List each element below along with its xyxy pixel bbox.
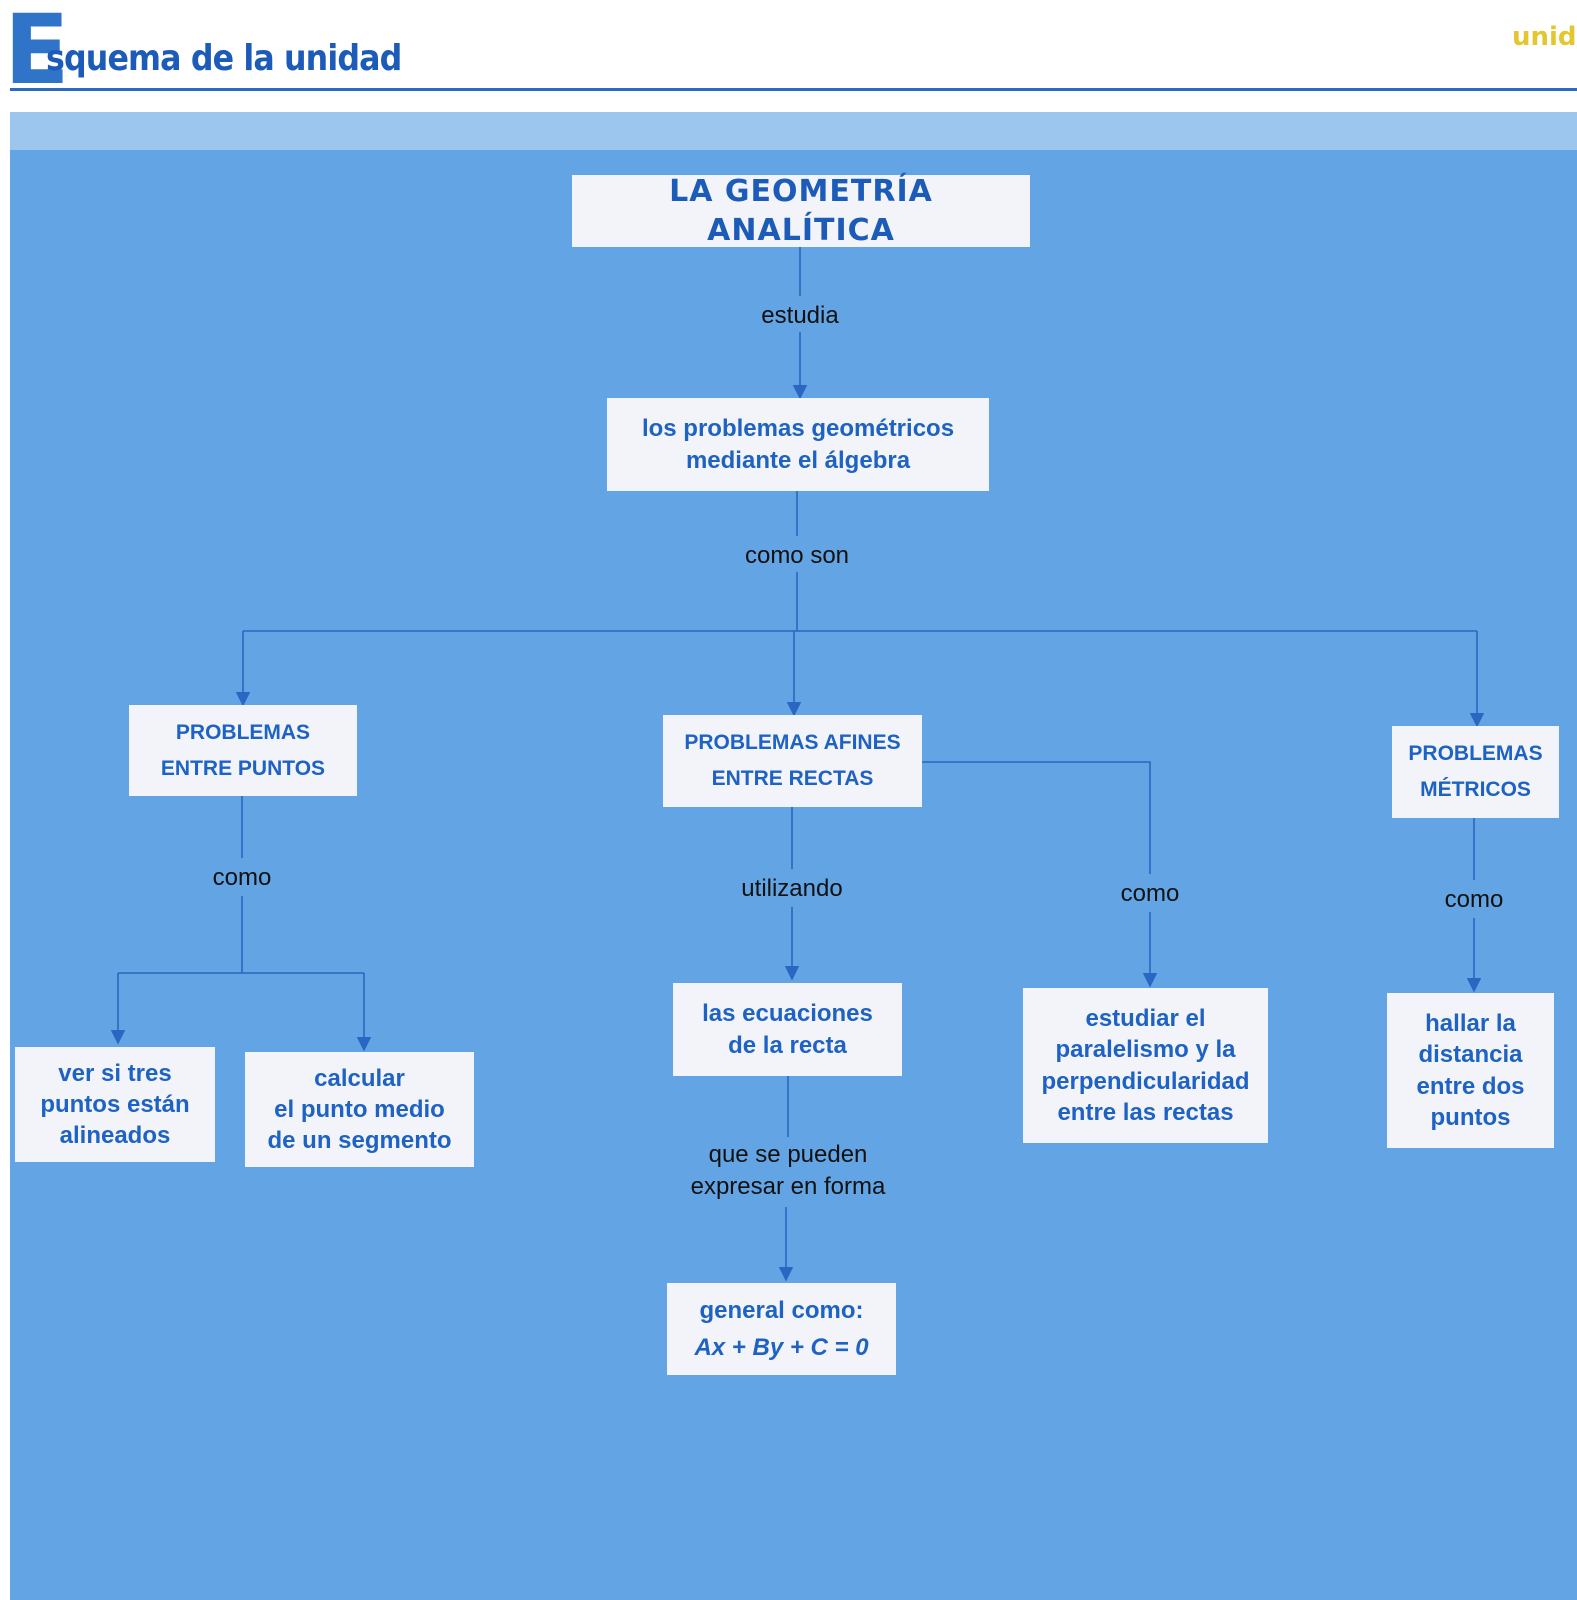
node-equations: las ecuaciones de la recta (673, 983, 902, 1076)
general-formula: Ax + By + C = 0 (694, 1334, 869, 1361)
node-aligned: ver si tres puntos están alineados (15, 1047, 215, 1162)
label-estudia: estudia (761, 302, 839, 329)
general-title: general como: (699, 1296, 864, 1324)
page-header: E squema de la unidad unid (0, 0, 1577, 110)
node-general: general como: Ax + By + C = 0 (667, 1283, 896, 1375)
corner-unit-label: unid (1512, 22, 1577, 52)
node-affine: PROBLEMAS AFINES ENTRE RECTAS (663, 715, 922, 807)
node-root: LA GEOMETRÍA ANALÍTICA (572, 174, 1030, 248)
label-como-points: como (212, 864, 272, 891)
node-parallel: estudiar el paralelismo y la perpendicul… (1023, 988, 1268, 1143)
label-utilizando: utilizando (741, 875, 843, 902)
header-initial: E (4, 0, 70, 106)
node-problems: los problemas geométricos mediante el ál… (607, 398, 989, 491)
node-metric: PROBLEMAS MÉTRICOS (1392, 726, 1559, 818)
panel-top-band (10, 112, 1577, 150)
label-como-son: como son (744, 542, 850, 569)
node-distance: hallar la distancia entre dos puntos (1387, 993, 1554, 1148)
header-title: squema de la unidad (46, 38, 402, 79)
label-como-metric: como (1444, 886, 1504, 913)
header-rule (10, 88, 1577, 91)
node-midpoint: calcular el punto medio de un segmento (245, 1052, 474, 1167)
label-como-affine: como (1120, 880, 1180, 907)
node-points: PROBLEMAS ENTRE PUNTOS (129, 705, 357, 796)
link-affine-como (922, 761, 1151, 874)
label-expresar: que se pueden expresar en forma (690, 1141, 886, 1201)
